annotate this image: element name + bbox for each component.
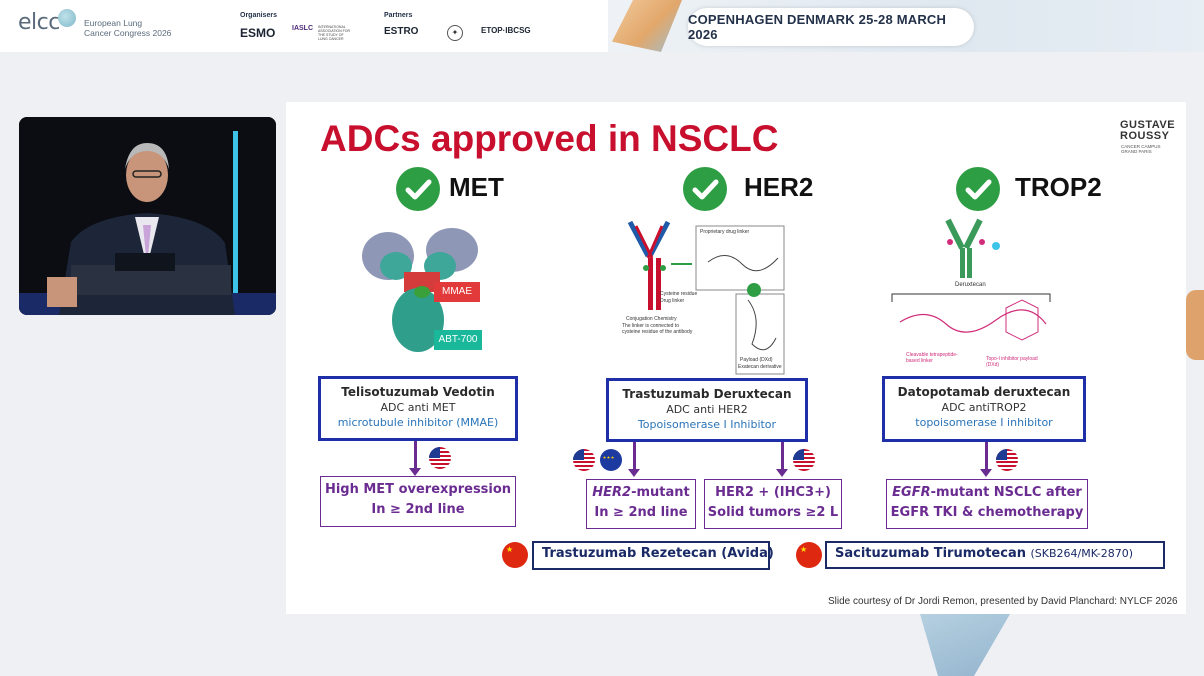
indication-her2-ihc3: HER2 + (IHC3+) Solid tumors ≥2 L xyxy=(704,479,842,529)
check-icon xyxy=(956,167,1000,211)
mmae-label: MMAE xyxy=(434,282,480,302)
target-met: MET xyxy=(449,172,504,202)
esmo-logo: ESMO xyxy=(240,26,276,40)
target-trop2: TROP2 xyxy=(1015,172,1102,202)
drug-box-trop2: Datopotamab deruxtecan ADC antiTROP2 top… xyxy=(882,376,1086,442)
indication-trop2: EGFR-mutant NSCLC after EGFR TKI & chemo… xyxy=(886,479,1088,529)
elcc-bubble-icon xyxy=(58,9,76,27)
her2-label-proprietary: Proprietary drug linker xyxy=(700,229,750,235)
china-approval-tirumotecan: Sacituzumab Tirumotecan (SKB264/MK-2870) xyxy=(825,541,1165,569)
trop2-label-linker: Cleavable tetrapeptide-based linker xyxy=(906,352,958,364)
us-flag-icon xyxy=(996,449,1018,471)
met-antibody-diagram xyxy=(362,228,478,352)
partner-roundel-icon: ✦ xyxy=(447,25,463,41)
her2-label-payload: Payload (DXd) xyxy=(740,357,773,363)
arrow-down-icon xyxy=(980,442,992,477)
speaker-video-frame xyxy=(19,117,276,315)
partners-label: Partners xyxy=(384,12,413,19)
elcc-logo: elcc xyxy=(18,10,60,35)
trop2-label-deruxtecan: Deruxtecan xyxy=(955,282,986,288)
arrow-down-icon xyxy=(409,441,421,476)
congress-name: European Lung Cancer Congress 2026 xyxy=(84,18,172,38)
arrow-down-icon xyxy=(628,442,640,477)
drug-box-met: Telisotuzumab Vedotin ADC anti MET micro… xyxy=(318,376,518,441)
iaslc-subtitle: INTERNATIONAL ASSOCIATION FOR THE STUDY … xyxy=(318,25,351,41)
arrow-down-icon xyxy=(776,442,788,477)
gustave-roussy-subtitle: CANCER CAMPUS GRAND PARIS xyxy=(1121,144,1161,154)
slide-credit: Slide courtesy of Dr Jordi Remon, presen… xyxy=(828,596,1178,607)
check-icon xyxy=(683,167,727,211)
organisers-label: Organisers xyxy=(240,12,277,19)
indication-her2-mutant: HER2-mutant In ≥ 2nd line xyxy=(586,479,696,529)
gustave-roussy-logo: GUSTAVE ROUSSY xyxy=(1120,119,1176,142)
her2-adc-diagram xyxy=(627,220,785,375)
us-flag-icon xyxy=(793,449,815,471)
her2-label-linker: The linker is connected to cysteine resi… xyxy=(622,323,693,335)
trop2-adc-diagram xyxy=(891,218,1051,341)
etop-ibcsg-logo: ETOP·IBCSG xyxy=(481,26,531,35)
date-location-pill: COPENHAGEN DENMARK 25-28 MARCH 2026 xyxy=(688,8,974,46)
slide-title: ADCs approved in NSCLC xyxy=(320,118,779,159)
her2-label-druglinker: Drug linker xyxy=(660,298,685,304)
trop2-label-payload: Topo-I inhibitor payload (DXd) xyxy=(986,356,1038,368)
us-flag-icon xyxy=(573,449,595,471)
her2-label-conjugation: Conjugation Chemistry xyxy=(626,316,677,322)
her2-label-exatecan: Exatecan derivative xyxy=(738,364,782,370)
china-flag-icon xyxy=(796,542,822,568)
china-approval-rezetecan: Trastuzumab Rezetecan (Avida) xyxy=(532,541,774,570)
target-her2: HER2 xyxy=(744,172,814,202)
indication-met: High MET overexpression In ≥ 2nd line xyxy=(320,476,516,527)
decorative-orange-shape xyxy=(1186,290,1204,360)
decorative-blue-shape xyxy=(920,614,1010,676)
iaslc-logo: IASLC xyxy=(292,25,313,32)
her2-label-cysteine: Cysteine residue xyxy=(660,291,698,297)
speaker-video xyxy=(19,117,276,315)
china-flag-icon xyxy=(502,542,528,568)
abt700-label: ABT-700 xyxy=(434,330,482,350)
drug-box-her2: Trastuzumab Deruxtecan ADC anti HER2 Top… xyxy=(606,378,808,442)
us-flag-icon xyxy=(429,447,451,469)
estro-logo: ESTRO xyxy=(384,26,419,37)
check-icon xyxy=(396,167,440,211)
eu-flag-icon xyxy=(600,449,622,471)
